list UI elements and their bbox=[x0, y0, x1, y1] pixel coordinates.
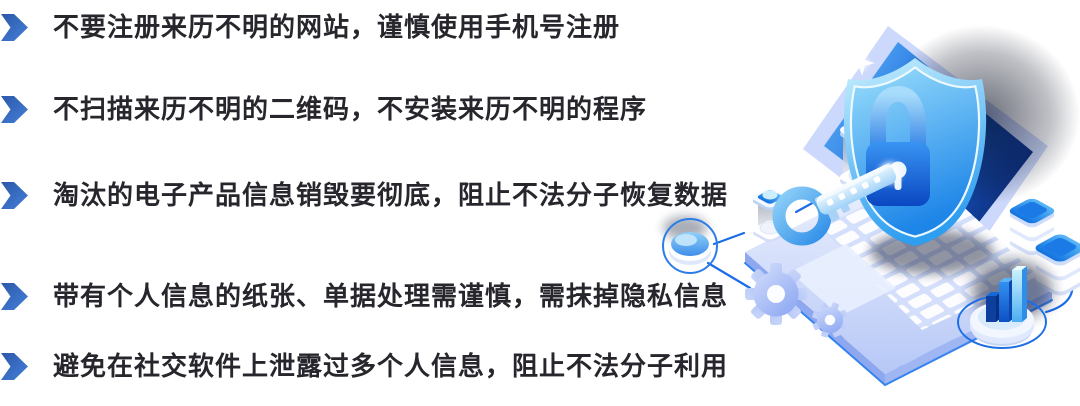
tip-row: 不扫描来历不明的二维码，不安装来历不明的程序 bbox=[0, 95, 647, 124]
tip-row: 带有个人信息的纸张、单据处理需谨慎，需抹掉隐私信息 bbox=[0, 282, 728, 311]
node-button bbox=[662, 218, 718, 274]
key-icon bbox=[772, 162, 901, 246]
tip-text: 淘汰的电子产品信息销毁要彻底，阻止不法分子恢复数据 bbox=[53, 180, 729, 210]
tip-text: 不扫描来历不明的二维码，不安装来历不明的程序 bbox=[53, 94, 648, 124]
chevron-right-icon bbox=[1, 353, 28, 380]
security-shield bbox=[843, 50, 987, 246]
chevron-right-icon bbox=[1, 283, 28, 310]
bar-chart-pedestal bbox=[957, 260, 1052, 349]
security-illustration bbox=[662, 25, 1080, 387]
tip-row: 避免在社交软件上泄露过多个人信息，阻止不法分子利用 bbox=[0, 352, 728, 381]
chevron-right-icon bbox=[1, 96, 28, 123]
bar-chart-icon bbox=[986, 266, 1027, 322]
chevron-right-icon bbox=[1, 14, 28, 41]
password-bar bbox=[814, 163, 897, 222]
tip-row: 不要注册来历不明的网站，谨慎使用手机号注册 bbox=[0, 13, 620, 42]
tip-text: 不要注册来历不明的网站，谨慎使用手机号注册 bbox=[53, 12, 621, 42]
tip-text: 避免在社交软件上泄露过多个人信息，阻止不法分子利用 bbox=[53, 351, 729, 381]
chevron-right-icon bbox=[1, 182, 28, 209]
tip-text: 带有个人信息的纸张、单据处理需谨慎，需抹掉隐私信息 bbox=[53, 281, 729, 311]
tip-row: 淘汰的电子产品信息销毁要彻底，阻止不法分子恢复数据 bbox=[0, 181, 728, 210]
